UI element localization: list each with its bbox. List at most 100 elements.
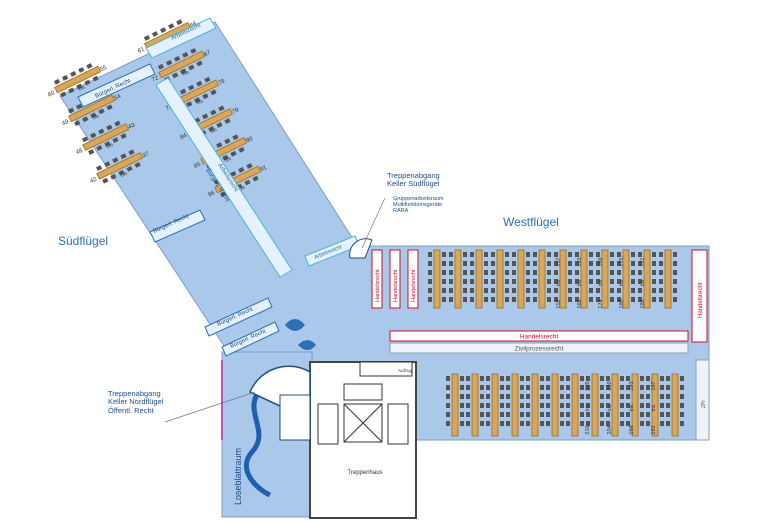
stair-sued-line1: Treppenabgang xyxy=(387,171,440,180)
seat xyxy=(546,385,550,390)
seat xyxy=(596,288,600,293)
table-number: bis xyxy=(607,404,613,411)
seat xyxy=(186,101,193,108)
seat xyxy=(202,113,209,120)
table xyxy=(651,373,659,437)
seat xyxy=(580,421,584,426)
loseblatt-curve xyxy=(243,386,272,498)
seat xyxy=(566,412,570,417)
seat xyxy=(617,252,621,257)
seat xyxy=(500,403,504,408)
seat xyxy=(660,376,664,381)
seat xyxy=(626,421,630,426)
seat xyxy=(646,394,650,399)
seat xyxy=(646,385,650,390)
seat xyxy=(480,385,484,390)
table-number: bis xyxy=(640,279,646,286)
west-top-table-block xyxy=(596,249,614,309)
seat xyxy=(680,421,684,426)
seat xyxy=(460,385,464,390)
seat xyxy=(480,421,484,426)
seat xyxy=(617,288,621,293)
west-top-tables: Handelsrecht Handelsrecht Handelsrecht 1… xyxy=(371,249,708,343)
seat xyxy=(67,107,75,114)
table xyxy=(671,373,679,437)
seat xyxy=(600,403,604,408)
seat xyxy=(500,376,504,381)
seat xyxy=(626,385,630,390)
seat xyxy=(486,412,490,417)
table xyxy=(664,249,672,309)
seat xyxy=(660,394,664,399)
seat xyxy=(520,421,524,426)
seat xyxy=(98,128,105,135)
seat xyxy=(640,412,644,417)
west-bottom-table-block xyxy=(526,373,544,437)
seat xyxy=(640,421,644,426)
seat xyxy=(589,252,593,257)
table-number: 169 xyxy=(598,257,604,266)
seat xyxy=(600,394,604,399)
seat xyxy=(512,261,516,266)
west-bottom-table-block xyxy=(466,373,484,437)
seat xyxy=(500,421,504,426)
stairwell-block: Treppenhaus Aufzug xyxy=(309,361,417,519)
seat xyxy=(533,288,537,293)
seat xyxy=(112,157,119,164)
nord-wing: Loseblattraum xyxy=(221,238,373,505)
seat xyxy=(220,191,227,198)
seat xyxy=(680,376,684,381)
seat xyxy=(586,403,590,408)
west-bottom-table-block xyxy=(486,373,504,437)
zpo-label: ZPr xyxy=(701,400,707,408)
stair-right xyxy=(387,403,409,445)
seat xyxy=(640,376,644,381)
seat xyxy=(526,279,530,284)
seat xyxy=(463,252,467,257)
handelsrecht-bar xyxy=(389,330,689,342)
seat xyxy=(520,403,524,408)
table-number: 152 xyxy=(556,299,562,308)
wing-label-sued: Südflügel xyxy=(58,234,109,248)
table-number: 187 xyxy=(651,381,657,390)
door-swing-south xyxy=(349,238,373,259)
seat xyxy=(238,146,245,153)
seat xyxy=(446,394,450,399)
seat xyxy=(460,394,464,399)
table-number: bis xyxy=(224,155,233,163)
seat xyxy=(566,421,570,426)
seat xyxy=(520,376,524,381)
seat xyxy=(506,376,510,381)
seat xyxy=(506,412,510,417)
seat xyxy=(224,138,231,145)
seat xyxy=(554,270,558,275)
seat xyxy=(680,403,684,408)
seat xyxy=(600,412,604,417)
table xyxy=(517,249,525,309)
table-number: 157 xyxy=(556,257,562,266)
seat xyxy=(512,297,516,302)
seat xyxy=(547,288,551,293)
west-top-table-block xyxy=(449,249,467,309)
callout-sued xyxy=(361,197,386,249)
seat xyxy=(230,150,237,157)
seat xyxy=(194,97,201,104)
shelf-buergerl-top xyxy=(77,63,156,108)
seat xyxy=(620,412,624,417)
seat xyxy=(547,279,551,284)
table-number: 54 xyxy=(113,93,122,102)
table xyxy=(622,249,630,309)
seat xyxy=(526,421,530,426)
seat xyxy=(505,279,509,284)
seat xyxy=(620,394,624,399)
seat xyxy=(446,376,450,381)
seat xyxy=(500,394,504,399)
table xyxy=(451,373,459,437)
seat xyxy=(78,67,85,73)
seat xyxy=(491,297,495,302)
seat xyxy=(659,270,663,275)
table xyxy=(54,65,102,94)
seat xyxy=(74,120,81,127)
handelsrecht-shelf-2 xyxy=(389,249,401,309)
